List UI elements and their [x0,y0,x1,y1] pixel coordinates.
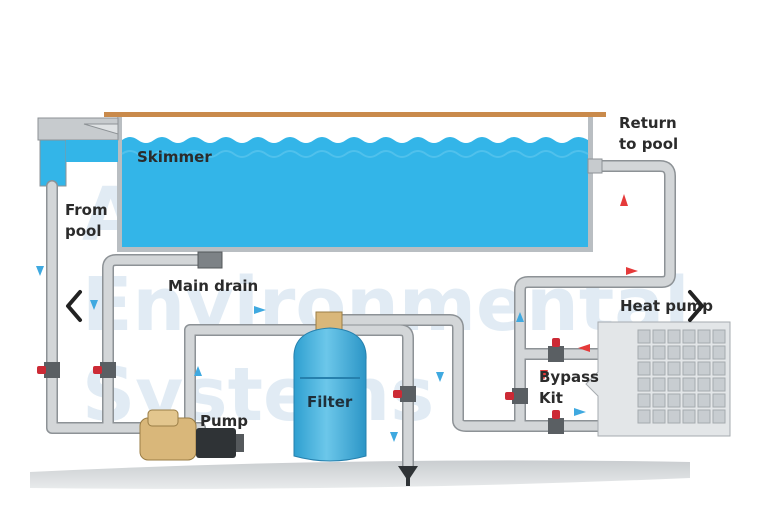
flow-arrow [90,300,98,310]
hot-flow-arrow [578,344,590,352]
flow-arrow [254,306,266,314]
valve-bypass [505,388,528,404]
skimmer [37,117,119,187]
flow-arrow [436,372,444,382]
hot-flow-arrow [626,267,638,275]
heat-pump-grille-cell [697,409,711,424]
valve-from-pool [37,362,60,378]
pump [139,409,244,461]
heat-pump-grille-cell [682,409,696,424]
flow-arrows [36,266,586,442]
main-drain-label: Main drain [168,277,259,295]
valve-waste [393,386,416,402]
heat-pump-grille-cell [652,361,666,376]
heat-pump-grille-cell [682,393,696,408]
pool-deck [104,112,606,117]
return-inlet [587,158,603,174]
flow-arrow [516,312,524,322]
heat-pump-grille-cell [712,345,726,360]
heat-pump-grille-cell [712,409,726,424]
heat-pump-grille-cell [712,377,726,392]
heat-pump-grille-cell [697,361,711,376]
heat-pump-grille-cell [652,377,666,392]
heat-pump-grille-cell [682,361,696,376]
heat-pump-grille-cell [682,345,696,360]
heat-pump-grille-cell [652,409,666,424]
heat-pump-grille-cell [637,361,651,376]
heat-pump-grille-cell [652,329,666,344]
heat-pump-grille-cell [682,329,696,344]
valve-heatpump-in [548,338,564,362]
heat-pump-grille-cell [667,345,681,360]
flow-arrow [390,432,398,442]
hot-flow-arrow [540,370,548,380]
pool-wall-right [588,117,593,250]
hot-flow-arrow [620,194,628,206]
heat-pump-grille-cell [697,329,711,344]
pool-wall-left [117,117,122,250]
heat-pump-grille-cell [712,329,726,344]
valve-heatpump-out [548,410,564,434]
skimmer-label: Skimmer [137,148,212,166]
heat-pump-grille-cell [697,345,711,360]
heat-pump-grille-cell [697,393,711,408]
return-to-pool-label-line-2: to pool [619,135,679,153]
flow-arrow [36,266,44,276]
heat-pump-grille-cell [667,361,681,376]
heat-pump-unit [585,321,731,437]
bypass-kit-label-line-1: Bypass [539,368,599,386]
heat-pump-grille-cell [637,377,651,392]
from-pool-label-line-2: pool [65,222,102,240]
heat-pump-grille-cell [637,393,651,408]
flow-arrow [574,408,586,416]
filter-label: Filter [307,393,353,411]
heat-pump-grille-cell [667,377,681,392]
return-to-pool-label-line-1: Return [619,114,677,132]
previous-slide-button[interactable] [58,284,90,328]
filter-tank [293,311,367,462]
flow-arrow [194,366,202,376]
pool-wall-bottom [117,247,593,252]
heat-pump-grille-cell [712,393,726,408]
chevron-right-icon [688,290,704,322]
ground [30,460,690,489]
valves [37,338,564,434]
heat-pump-grille-cell [637,329,651,344]
waste-outlet [398,466,418,478]
bypass-kit-label-line-2: Kit [539,389,563,407]
pool-water [122,137,588,247]
heat-pump-grille-cell [667,393,681,408]
heat-pump-grille-cell [652,393,666,408]
heat-pump-grille-cell [667,329,681,344]
heat-pump-label: Heat pump [620,297,714,315]
main-drain [197,251,223,269]
chevron-left-icon [66,290,82,322]
from-pool-label-line-1: From [65,201,108,219]
pump-label: Pump [200,412,249,430]
heat-pump-grille-cell [712,361,726,376]
heat-pump-grille-cell [682,377,696,392]
heat-pump-grille-cell [697,377,711,392]
valve-main-drain [93,362,116,378]
next-slide-button[interactable] [680,284,712,328]
heat-pump-grille-cell [637,345,651,360]
hot-flow-arrows [540,194,638,380]
heat-pump-grille-cell [652,345,666,360]
heat-pump-grille-cell [667,409,681,424]
heat-pump-grille-cell [637,409,651,424]
